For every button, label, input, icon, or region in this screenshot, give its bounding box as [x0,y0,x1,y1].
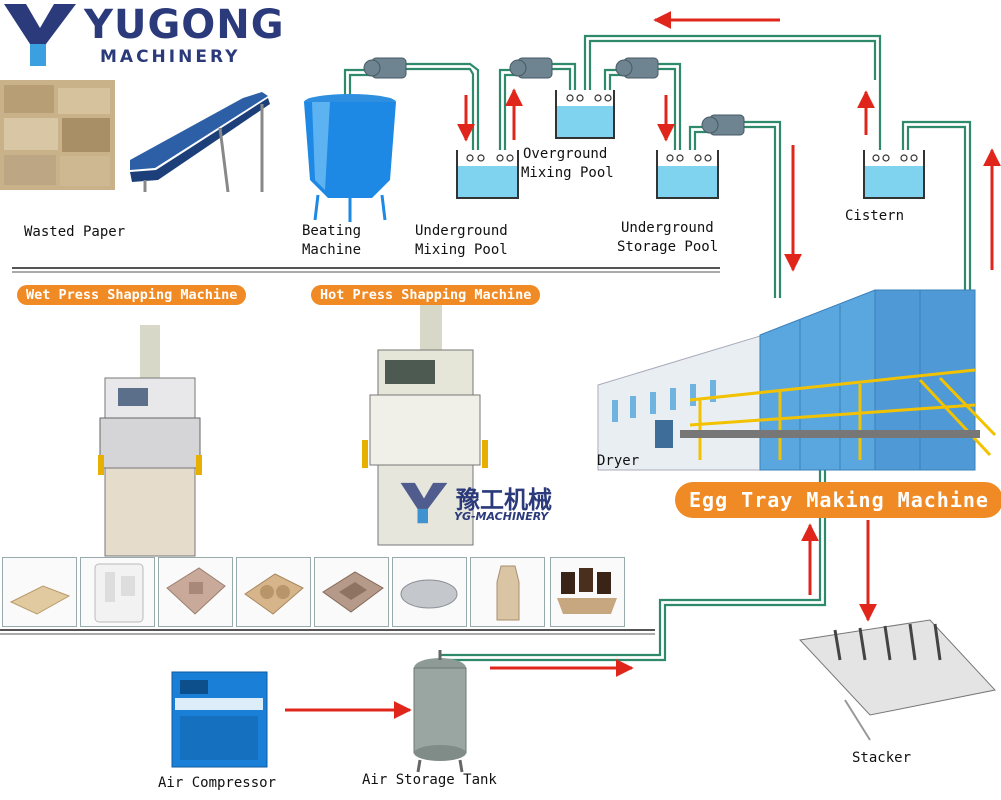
label-wasted-paper: Wasted Paper [24,224,126,240]
label-cistern: Cistern [845,208,905,224]
tag-egg-tray: Egg Tray Making Machine [675,482,1001,518]
label-ugstore-1: Underground [621,220,714,236]
pipe-network [343,34,972,662]
watermark-en: YG-MACHINERY [454,510,549,523]
two-cup-tray-icon [236,557,311,627]
packaging-insert-icon [158,557,233,627]
label-dryer: Dryer [597,453,640,469]
box-insert-icon [314,557,389,627]
logo-mark-icon [4,4,76,66]
watermark-logo-icon [400,482,448,524]
yugong-logo: YUGONG MACHINERY [0,0,284,70]
label-stacker: Stacker [852,750,912,766]
wet-press-machine [98,325,202,557]
label-ogmix-2: Mixing Pool [521,165,614,181]
label-beating-1: Beating [302,223,362,239]
cup-carrier-icon [550,557,625,627]
label-air-storage-tank: Air Storage Tank [362,772,497,788]
egg-tray-machine [597,289,997,471]
watermark-cn: 豫工机械 [456,486,552,514]
hot-press-machine [362,305,488,546]
wasted-paper-bales [0,80,115,190]
flow-arrows [285,11,1001,719]
tag-hot-press: Hot Press Shapping Machine [311,285,541,305]
air-storage-tank [413,650,467,773]
beating-machine-tank [304,94,396,222]
flat-tray-icon [2,557,77,627]
pump-icons [363,57,745,136]
stacker-machine [798,619,996,741]
logo-sub: MACHINERY [100,47,241,67]
insert-tray-icon [80,557,155,627]
conveyor [130,92,270,193]
tag-wet-press: Wet Press Shapping Machine [17,285,247,305]
bottle-mold-icon [470,557,545,627]
label-ugmix-2: Mixing Pool [415,242,508,258]
pools [456,90,925,199]
label-air-compressor: Air Compressor [158,775,277,791]
label-ugmix-1: Underground [415,223,508,239]
watermark: 豫工机械 YG-MACHINERY [398,480,568,528]
label-ogmix-1: Overground [523,146,608,162]
rounded-tray-icon [392,557,467,627]
air-compressor-unit [171,671,268,768]
logo-name: YUGONG [84,2,285,48]
label-beating-2: Machine [302,242,362,258]
label-ugstore-2: Storage Pool [617,239,719,255]
